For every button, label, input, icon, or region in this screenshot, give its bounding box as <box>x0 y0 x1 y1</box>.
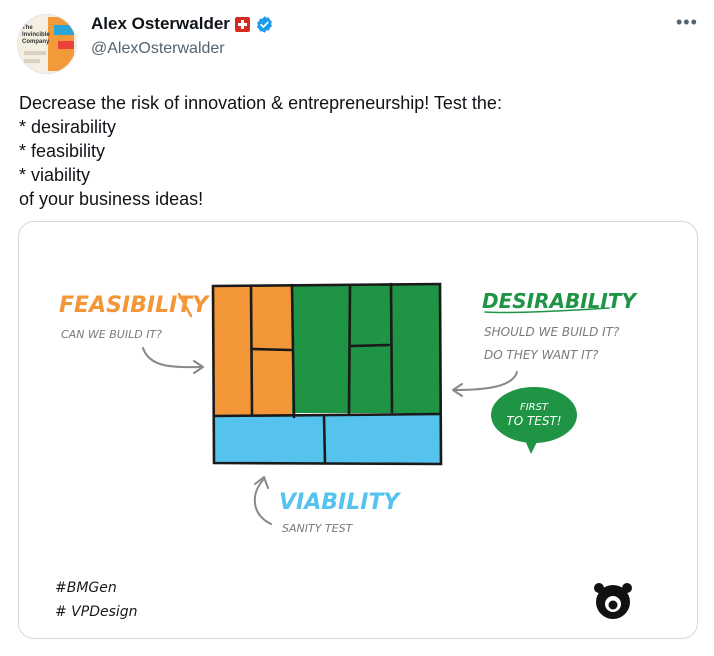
desirability-question-2: DO THEY WANT IT? <box>484 348 599 362</box>
strategyzer-logo-icon <box>594 583 632 619</box>
svg-text:Company: Company <box>22 39 50 45</box>
first-to-test-bubble: FIRST TO TEST! <box>491 387 577 454</box>
tweet-line: of your business ideas! <box>19 189 204 209</box>
viability-subtitle: SANITY TEST <box>282 522 354 535</box>
hashtag-bmgen: #BMGen <box>55 580 117 596</box>
avatar-book-title: The <box>22 25 33 31</box>
tweet-image[interactable]: FEASIBILITY CAN WE BUILD IT? DESIRABILIT… <box>18 221 698 639</box>
swiss-flag-icon <box>234 16 250 32</box>
feasibility-title: FEASIBILITY <box>59 293 210 318</box>
feasibility-question: CAN WE BUILD IT? <box>61 328 162 341</box>
desirability-block <box>292 285 440 413</box>
tweet-line: * desirability <box>19 117 117 137</box>
viability-block <box>214 415 440 463</box>
bubble-line-2: TO TEST! <box>506 414 561 428</box>
author-handle[interactable]: @AlexOsterwalder <box>91 40 225 57</box>
hashtag-vpdesign: # VPDesign <box>55 604 138 620</box>
desirability-question-1: SHOULD WE BUILD IT? <box>484 325 620 339</box>
tweet-line: * viability <box>19 165 91 185</box>
svg-text:Invincible: Invincible <box>22 32 50 38</box>
verified-badge-icon[interactable] <box>255 15 274 34</box>
more-options-icon[interactable]: ••• <box>676 12 698 32</box>
author-row: Alex Osterwalder <box>91 14 274 34</box>
desirability-title: DESIRABILITY <box>482 289 639 313</box>
tweet-line: Decrease the risk of innovation & entrep… <box>19 93 502 113</box>
viability-title: VIABILITY <box>279 490 401 515</box>
bubble-line-1: FIRST <box>520 402 549 413</box>
author-name[interactable]: Alex Osterwalder <box>91 14 230 33</box>
sketch-illustration: FEASIBILITY CAN WE BUILD IT? DESIRABILIT… <box>55 282 639 620</box>
tweet-text: Decrease the risk of innovation & entrep… <box>19 91 689 211</box>
avatar[interactable]: The Invincible Company <box>17 14 77 74</box>
tweet-line: * feasibility <box>19 141 106 161</box>
feasibility-block <box>214 285 294 419</box>
